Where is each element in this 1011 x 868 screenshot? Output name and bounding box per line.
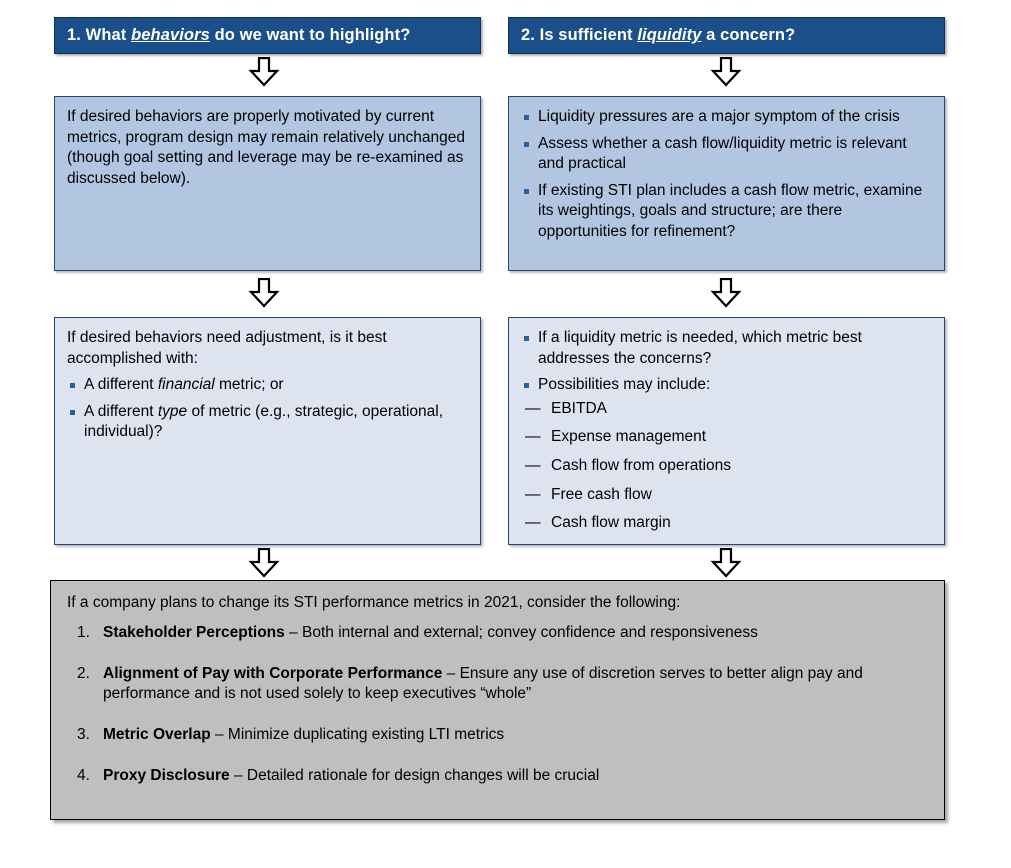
list-item: Expense management	[521, 427, 932, 448]
summary-numbered-list: Stakeholder Perceptions – Both internal …	[67, 623, 928, 788]
column-header-liquidity-text: 2. Is sufficient liquidity a concern?	[521, 26, 796, 44]
item-body: – Ensure any use of discretion serves to…	[103, 664, 863, 703]
emphasis-liquidity: liquidity	[637, 26, 702, 44]
column-header-behaviors: 1. What behaviors do we want to highligh…	[54, 17, 481, 54]
list-item: If a liquidity metric is needed, which m…	[521, 328, 932, 369]
list-item: Cash flow from operations	[521, 456, 932, 477]
list-item: Assess whether a cash flow/liquidity met…	[521, 134, 932, 175]
list-item: A different financial metric; or	[67, 375, 468, 396]
behaviors-adjustment-list: A different financial metric; or A diffe…	[67, 375, 468, 443]
liquidity-pressures-list: Liquidity pressures are a major symptom …	[521, 107, 932, 243]
item-body: – Both internal and external; convey con…	[284, 623, 758, 641]
list-item: EBITDA	[521, 399, 932, 420]
box-behaviors-adjustment-intro: If desired behaviors need adjustment, is…	[67, 329, 387, 367]
liquidity-metric-list: If a liquidity metric is needed, which m…	[521, 328, 932, 396]
list-item: Stakeholder Perceptions – Both internal …	[67, 623, 928, 644]
item-title: Alignment of Pay with Corporate Performa…	[103, 664, 443, 682]
list-item: Metric Overlap – Minimize duplicating ex…	[67, 725, 928, 746]
emphasis-behaviors: behaviors	[131, 26, 210, 44]
box-liquidity-metric-options: If a liquidity metric is needed, which m…	[508, 317, 945, 545]
down-arrow-icon-6	[710, 548, 742, 578]
box-behaviors-adjustment: If desired behaviors need adjustment, is…	[54, 317, 481, 545]
box-behaviors-unchanged-text: If desired behaviors are properly motiva…	[67, 108, 466, 187]
down-arrow-icon-4	[710, 278, 742, 308]
down-arrow-icon-5	[248, 548, 280, 578]
item-body: – Minimize duplicating existing LTI metr…	[210, 726, 505, 744]
item-body: – Detailed rationale for design changes …	[229, 767, 600, 785]
list-item: Free cash flow	[521, 485, 932, 506]
list-item: Possibilities may include:	[521, 375, 932, 396]
item-title: Stakeholder Perceptions	[103, 623, 285, 641]
down-arrow-icon-1	[248, 57, 280, 87]
down-arrow-icon-2	[710, 57, 742, 87]
column-header-liquidity: 2. Is sufficient liquidity a concern?	[508, 17, 945, 54]
liquidity-metric-sublist: EBITDA Expense management Cash flow from…	[521, 399, 932, 534]
box-behaviors-unchanged: If desired behaviors are properly motiva…	[54, 96, 481, 271]
item-title: Proxy Disclosure	[103, 767, 230, 785]
summary-considerations-box: If a company plans to change its STI per…	[50, 580, 945, 820]
list-item: Liquidity pressures are a major symptom …	[521, 107, 932, 128]
italic-financial: financial	[157, 376, 215, 394]
list-item: Cash flow margin	[521, 513, 932, 534]
list-item: Proxy Disclosure – Detailed rationale fo…	[67, 766, 928, 787]
box-liquidity-pressures: Liquidity pressures are a major symptom …	[508, 96, 945, 271]
item-title: Metric Overlap	[103, 726, 211, 744]
summary-intro-text: If a company plans to change its STI per…	[67, 594, 681, 611]
list-item: Alignment of Pay with Corporate Performa…	[67, 664, 928, 706]
italic-type: type	[157, 402, 188, 420]
list-item: If existing STI plan includes a cash flo…	[521, 181, 932, 243]
down-arrow-icon-3	[248, 278, 280, 308]
column-header-behaviors-text: 1. What behaviors do we want to highligh…	[67, 26, 411, 44]
list-item: A different type of metric (e.g., strate…	[67, 402, 468, 443]
